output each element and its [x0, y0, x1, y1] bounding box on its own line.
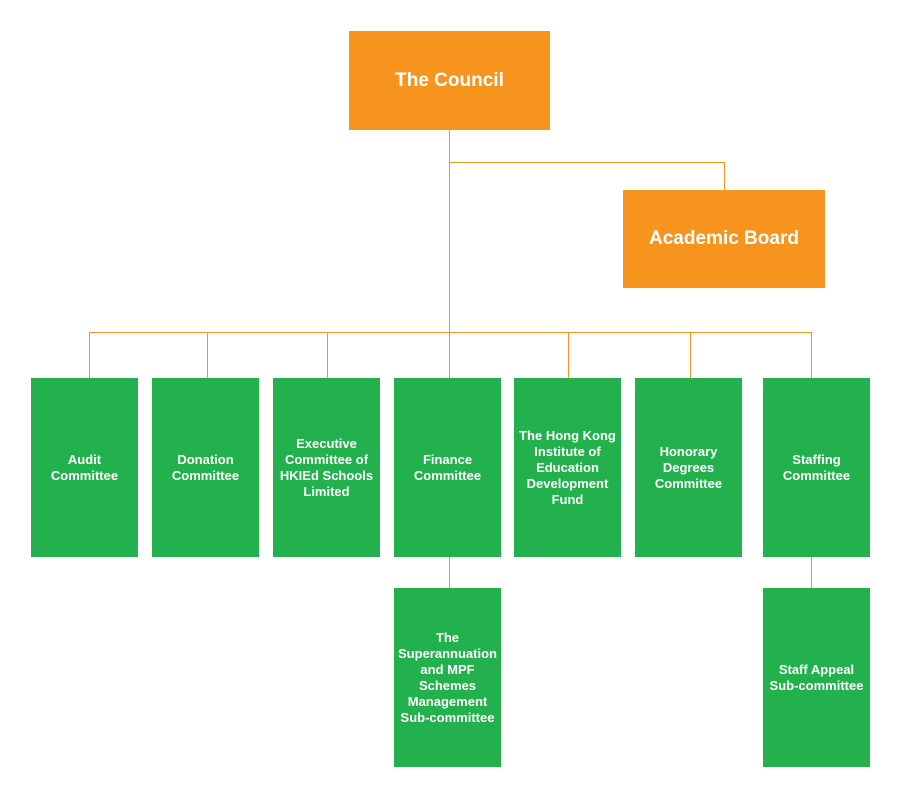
connector-council-board — [449, 162, 725, 163]
donation-committee-label: Donation Committee — [171, 451, 240, 483]
audit-committee-label: Audit Committee — [50, 451, 119, 483]
connector-committee-bus — [89, 332, 812, 333]
executive-committee-box: Executive Committee of HKIEd Schools Lim… — [273, 378, 380, 557]
donation-committee-box: Donation Committee — [152, 378, 259, 557]
connector-drop-finance — [449, 332, 450, 378]
academic-board-box: Academic Board — [623, 190, 825, 288]
honorary-degrees-committee-label: Honorary Degrees Committee — [654, 443, 723, 491]
connector-drop-honorary — [690, 332, 691, 378]
development-fund-label: The Hong Kong Institute of Education Dev… — [519, 427, 616, 507]
connector-drop-staffing — [811, 332, 812, 378]
honorary-degrees-committee-box: Honorary Degrees Committee — [635, 378, 742, 557]
council-box: The Council — [349, 31, 550, 130]
connector-council-down — [449, 130, 450, 332]
staff-appeal-subcommittee-label: Staff Appeal Sub-committee — [769, 661, 864, 693]
superannuation-subcommittee-box: The Superannuation and MPF Schemes Manag… — [394, 588, 501, 767]
finance-committee-box: Finance Committee — [394, 378, 501, 557]
development-fund-box: The Hong Kong Institute of Education Dev… — [514, 378, 621, 557]
connector-board-drop — [724, 162, 725, 190]
staffing-committee-label: Staffing Committee — [782, 451, 851, 483]
staff-appeal-subcommittee-box: Staff Appeal Sub-committee — [763, 588, 870, 767]
connector-drop-executive — [327, 332, 328, 378]
connector-drop-donation — [207, 332, 208, 378]
finance-committee-label: Finance Committee — [413, 451, 482, 483]
connector-staffing-sub — [811, 557, 812, 588]
audit-committee-box: Audit Committee — [31, 378, 138, 557]
superannuation-subcommittee-label: The Superannuation and MPF Schemes Manag… — [398, 629, 497, 725]
connector-drop-development-fund — [568, 332, 569, 378]
council-label: The Council — [395, 69, 504, 91]
connector-finance-sub — [449, 557, 450, 588]
connector-drop-audit — [89, 332, 90, 378]
executive-committee-label: Executive Committee of HKIEd Schools Lim… — [279, 435, 374, 499]
staffing-committee-box: Staffing Committee — [763, 378, 870, 557]
academic-board-label: Academic Board — [649, 228, 799, 249]
